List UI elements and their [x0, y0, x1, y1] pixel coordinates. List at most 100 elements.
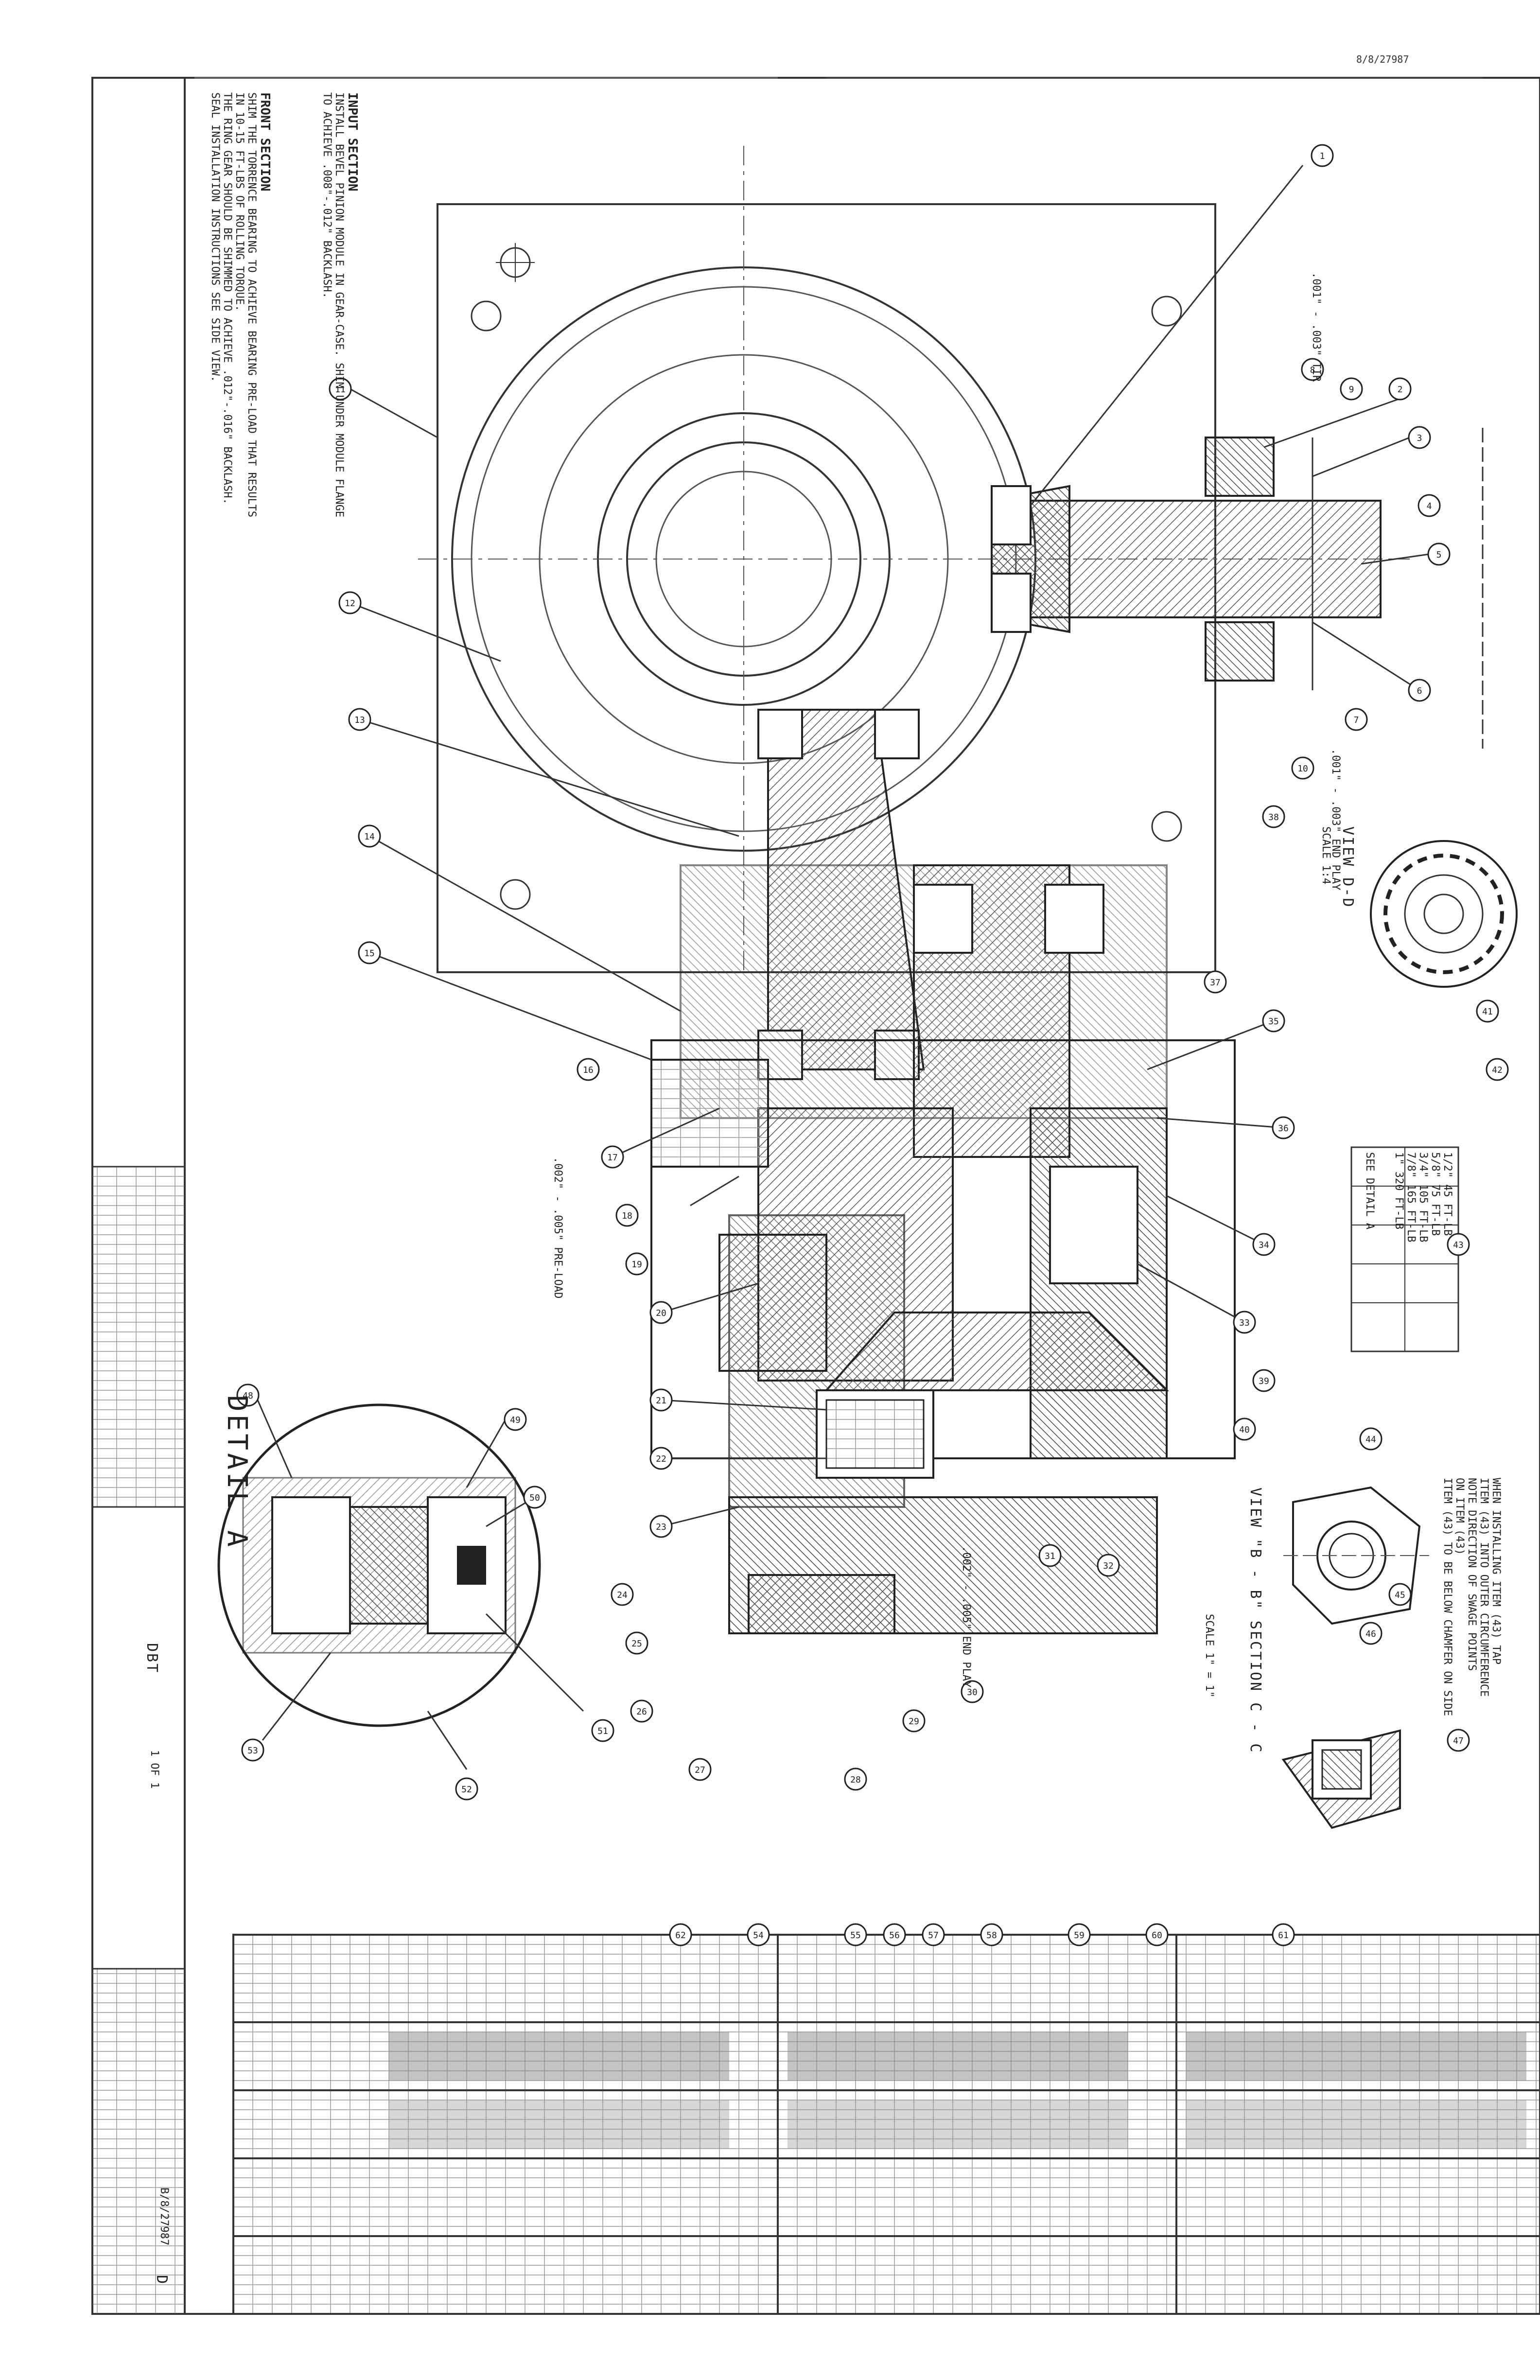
install-note-5: ITEM (43) TO BE BELOW CHAMFER ON SIDE — [1441, 1478, 1453, 1716]
dim-note-4: .001" - .003" END PLAY — [1330, 749, 1342, 891]
input-section-notes: INPUT SECTION INSTALL BEVEL PINION MODUL… — [321, 92, 360, 517]
balloon-label: 18 — [622, 1211, 632, 1221]
balloon-label: 30 — [967, 1687, 978, 1698]
balloon-label: 5 — [1436, 550, 1442, 560]
part-number: B/8/27987 — [158, 2188, 170, 2246]
balloon-label: 29 — [909, 1716, 919, 1727]
balloon-callout: 62 — [669, 1923, 692, 1946]
balloon-label: 40 — [1239, 1425, 1250, 1435]
torque-row-1: 1/2" 45 FT-LB — [1441, 1152, 1453, 1236]
front-note-line-4: SEAL INSTALLATION INSTRUCTIONS SEE SIDE … — [209, 92, 221, 383]
balloon-callout: 36 — [1272, 1116, 1295, 1139]
balloon-callout: 59 — [1068, 1923, 1091, 1946]
front-note-line-2: IN 10-15 FT-LBS OF ROLLING TORQUE. — [233, 92, 245, 312]
balloon-callout: 15 — [358, 941, 381, 964]
install-notes: WHEN INSTALLING ITEM (43) TAP ITEM (43) … — [1441, 1478, 1502, 1716]
balloon-label: 24 — [617, 1590, 628, 1600]
balloon-label: 28 — [850, 1775, 861, 1785]
balloon-label: 37 — [1210, 978, 1221, 988]
balloon-callout: 2 — [1388, 377, 1412, 401]
balloon-callout: 50 — [523, 1486, 546, 1509]
balloon-label: 59 — [1074, 1930, 1085, 1941]
balloon-label: 54 — [753, 1930, 764, 1941]
balloon-callout: 26 — [630, 1699, 653, 1723]
balloon-label: 13 — [354, 715, 365, 725]
balloon-callout: 41 — [1476, 999, 1499, 1023]
balloon-label: 22 — [656, 1454, 666, 1464]
balloon-callout: 35 — [1262, 1009, 1285, 1032]
balloon-callout: 58 — [980, 1923, 1003, 1946]
balloon-label: 58 — [986, 1930, 997, 1941]
balloon-label: 34 — [1259, 1240, 1269, 1250]
balloon-label: 7 — [1354, 715, 1359, 725]
balloon-callout: 43 — [1447, 1233, 1470, 1256]
balloon-label: 33 — [1239, 1318, 1250, 1328]
input-section-title: INPUT SECTION — [345, 92, 360, 192]
balloon-label: 62 — [675, 1930, 686, 1941]
torque-row-3: 3/4" 105 FT-LB — [1417, 1152, 1429, 1242]
balloon-callout: 9 — [1340, 377, 1363, 401]
balloon-callout: 24 — [611, 1583, 634, 1606]
drawing-number: 8/8/27987 — [1356, 53, 1409, 65]
balloon-callout: 34 — [1252, 1233, 1276, 1256]
balloon-callout: 18 — [615, 1204, 639, 1227]
balloon-label: 26 — [636, 1707, 647, 1717]
balloon-label: 35 — [1268, 1016, 1279, 1027]
view-bb-part — [1292, 1486, 1421, 1625]
balloon-label: 46 — [1365, 1629, 1376, 1639]
balloon-label: 41 — [1482, 1007, 1493, 1017]
install-note-2: ITEM (43) INTO OUTER CIRCUMFERENCE — [1478, 1478, 1490, 1697]
balloon-label: 32 — [1103, 1561, 1114, 1571]
view-dd-bearing — [1370, 840, 1518, 988]
balloon-label: 51 — [597, 1726, 608, 1736]
view-bb-label: VIEW "B - B" SECTION C - C — [1247, 1488, 1264, 1754]
balloon-label: 25 — [631, 1639, 642, 1649]
balloon-label: 15 — [364, 948, 375, 959]
balloon-callout: 1 — [1311, 144, 1334, 167]
balloon-callout: 21 — [649, 1388, 673, 1412]
balloon-callout: 33 — [1233, 1311, 1256, 1334]
front-section-title: FRONT SECTION — [258, 92, 272, 192]
balloon-label: 20 — [656, 1308, 666, 1318]
dim-note-1: .001" - .003" TIR — [1310, 272, 1322, 382]
view-bb-scale: SCALE 1" = 1" — [1203, 1614, 1215, 1698]
balloon-label: 48 — [243, 1391, 253, 1401]
balloon-label: 43 — [1453, 1240, 1464, 1250]
balloon-callout: 7 — [1345, 708, 1368, 731]
balloon-label: 56 — [889, 1930, 900, 1941]
balloon-label: 53 — [247, 1746, 258, 1756]
company-logo-text: DBT — [143, 1643, 160, 1674]
parts-list-table — [232, 1934, 1540, 2315]
balloon-callout: 23 — [649, 1515, 673, 1538]
front-note-line-1: SHIM THE TORRENCE BEARING TO ACHIEVE BEA… — [245, 92, 258, 518]
torque-table: 1/2" 45 FT-LB 5/8" 75 FT-LB 3/4" 105 FT-… — [1393, 1152, 1453, 1242]
balloon-callout: 55 — [844, 1923, 867, 1946]
input-note-line-1: INSTALL BEVEL PINION MODULE IN GEAR-CASE… — [333, 92, 345, 518]
balloon-callout: 6 — [1408, 679, 1431, 702]
balloon-label: 8 — [1310, 365, 1315, 375]
install-note-1: WHEN INSTALLING ITEM (43) TAP — [1490, 1478, 1502, 1665]
balloon-callout: 8 — [1301, 358, 1324, 381]
balloon-callout: 53 — [241, 1738, 264, 1762]
balloon-callout: 5 — [1427, 542, 1451, 566]
balloon-label: 14 — [364, 832, 375, 842]
install-note-3: NOTE DIRECTION OF SWAGE POINTS — [1466, 1478, 1478, 1671]
sheet-number: 1 OF 1 — [148, 1750, 160, 1789]
view-dd-label: VIEW D-D — [1339, 826, 1356, 909]
balloon-callout: 17 — [601, 1145, 624, 1169]
balloon-callout: 37 — [1204, 970, 1227, 994]
balloon-label: 50 — [529, 1493, 540, 1503]
balloon-label: 61 — [1278, 1930, 1289, 1941]
balloon-label: 47 — [1453, 1736, 1464, 1746]
balloon-callout: 39 — [1252, 1369, 1276, 1392]
revision-letter: D — [153, 2275, 170, 2286]
balloon-label: 42 — [1492, 1065, 1503, 1075]
balloon-callout: 61 — [1272, 1923, 1295, 1946]
see-detail-a-label: SEE DETAIL A — [1364, 1152, 1376, 1229]
balloon-callout: 25 — [625, 1631, 648, 1655]
torque-row-4: 7/8" 165 FT-LB — [1405, 1152, 1417, 1242]
balloon-label: 57 — [928, 1930, 939, 1941]
detail-a-circle — [217, 1403, 541, 1727]
install-note-4: ON ITEM (43) — [1453, 1478, 1466, 1555]
